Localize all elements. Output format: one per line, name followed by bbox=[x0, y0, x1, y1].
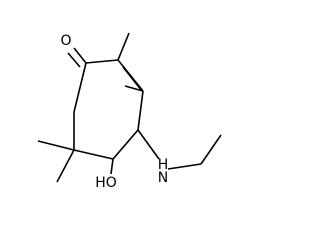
bond-c2-c3-second bbox=[122, 66, 143, 92]
bond-c4-c5 bbox=[112, 129, 139, 160]
bond-c5-oh bbox=[110, 158, 114, 175]
bond-c4-n bbox=[137, 129, 160, 160]
molecule-structure-diagram: O H N HO bbox=[37, 32, 222, 191]
amine-hydrogen-label: H bbox=[158, 157, 169, 173]
bond-n-ch2 bbox=[167, 163, 202, 170]
amine-nitrogen-label: N bbox=[158, 170, 168, 186]
bond-ch2-ch3 bbox=[200, 134, 222, 165]
hydroxyl-label: HO bbox=[95, 175, 117, 191]
bond-c1-c2 bbox=[85, 59, 119, 64]
bond-c6-methyl-b bbox=[56, 149, 75, 183]
bond-c2-c3-inner bbox=[124, 85, 144, 92]
bond-c5-c6 bbox=[73, 149, 114, 160]
bond-c7-c1 bbox=[73, 62, 87, 113]
bond-c3-c4 bbox=[137, 90, 144, 131]
bond-c1-o bbox=[73, 47, 87, 64]
bond-c2-methyl bbox=[117, 32, 130, 61]
carbonyl-oxygen-label: O bbox=[60, 33, 71, 49]
bond-c6-methyl-a bbox=[37, 140, 75, 151]
bond-c1-o-second bbox=[67, 52, 81, 68]
